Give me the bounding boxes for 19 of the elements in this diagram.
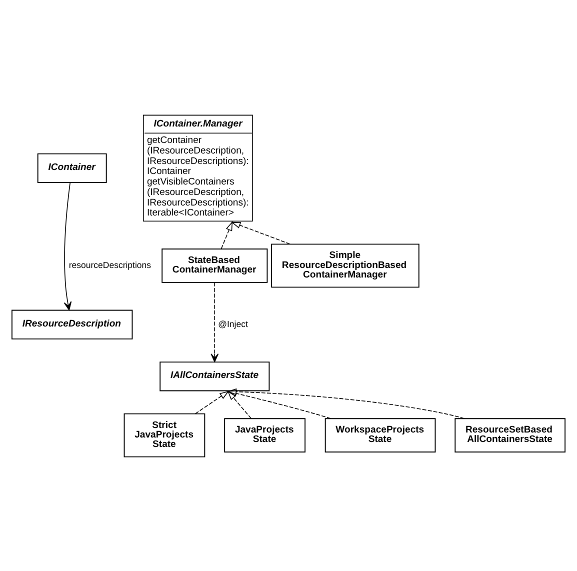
node-box: Simple ResourceDescriptionBased ContainerManager <box>271 243 420 288</box>
arrow <box>64 182 72 310</box>
node-box: WorkspaceProjects State <box>324 418 436 452</box>
node-box: JavaProjects State <box>224 418 306 452</box>
arrow <box>227 390 252 418</box>
node-box: ResourceSetBased AllContainersState <box>454 418 566 452</box>
arrow <box>231 221 290 244</box>
arrow <box>220 220 233 249</box>
arrow <box>194 390 230 414</box>
arrow <box>210 282 219 362</box>
edge-label: resourceDescriptions <box>68 259 152 270</box>
node-box: StateBased ContainerManager <box>162 248 268 282</box>
arrow <box>227 390 332 418</box>
node-box: IResourceDescription <box>12 309 133 339</box>
edge-label: @Inject <box>218 318 248 328</box>
arrow <box>226 388 465 418</box>
node-box: IAllContainersState <box>160 361 270 391</box>
node-box: Strict JavaProjects State <box>124 412 206 457</box>
node-box: IContainer <box>37 152 107 182</box>
